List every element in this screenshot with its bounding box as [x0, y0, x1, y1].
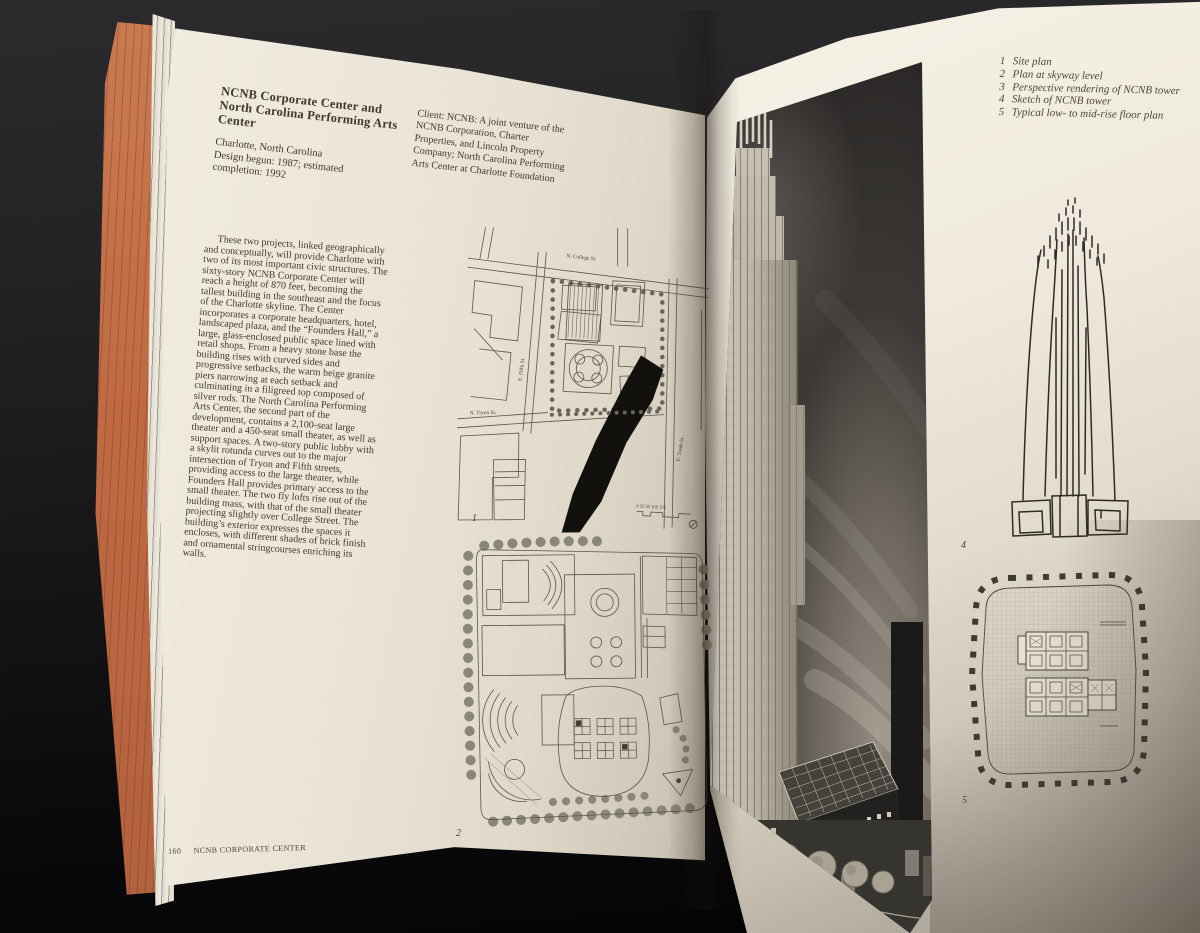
figure-tower-sketch — [998, 178, 1148, 553]
street-label-tryon: N. Tryon St. — [470, 410, 497, 416]
street-label-fifth: E. Fifth St. — [517, 357, 527, 381]
figure-number-5: 5 — [962, 795, 967, 806]
figure-number-2: 2 — [456, 828, 461, 839]
street-label-college: N. College St. — [566, 253, 597, 262]
floor-plan-drawing — [968, 571, 1150, 789]
street-label-trade: E. Trade St. — [676, 436, 686, 462]
body-text: These two projects, linked geographicall… — [182, 233, 388, 560]
figure-site-plan: 0 25 50 100 150 N. College St. E. Fifth … — [450, 218, 718, 541]
site-plan-drawing: 0 25 50 100 150 N. College St. E. Fifth … — [456, 226, 709, 533]
figure-typical-floor-plan — [960, 560, 1155, 800]
figure-number-4: 4 — [961, 540, 966, 551]
page-number: 160 — [167, 846, 182, 856]
scale-bar-ticks: 0 25 50 100 150 — [636, 503, 667, 510]
figure-number-1: 1 — [472, 513, 477, 524]
figure-skyway-plan — [452, 527, 721, 842]
skyway-plan-drawing — [462, 536, 713, 827]
tower-sketch-drawing — [1011, 197, 1129, 538]
